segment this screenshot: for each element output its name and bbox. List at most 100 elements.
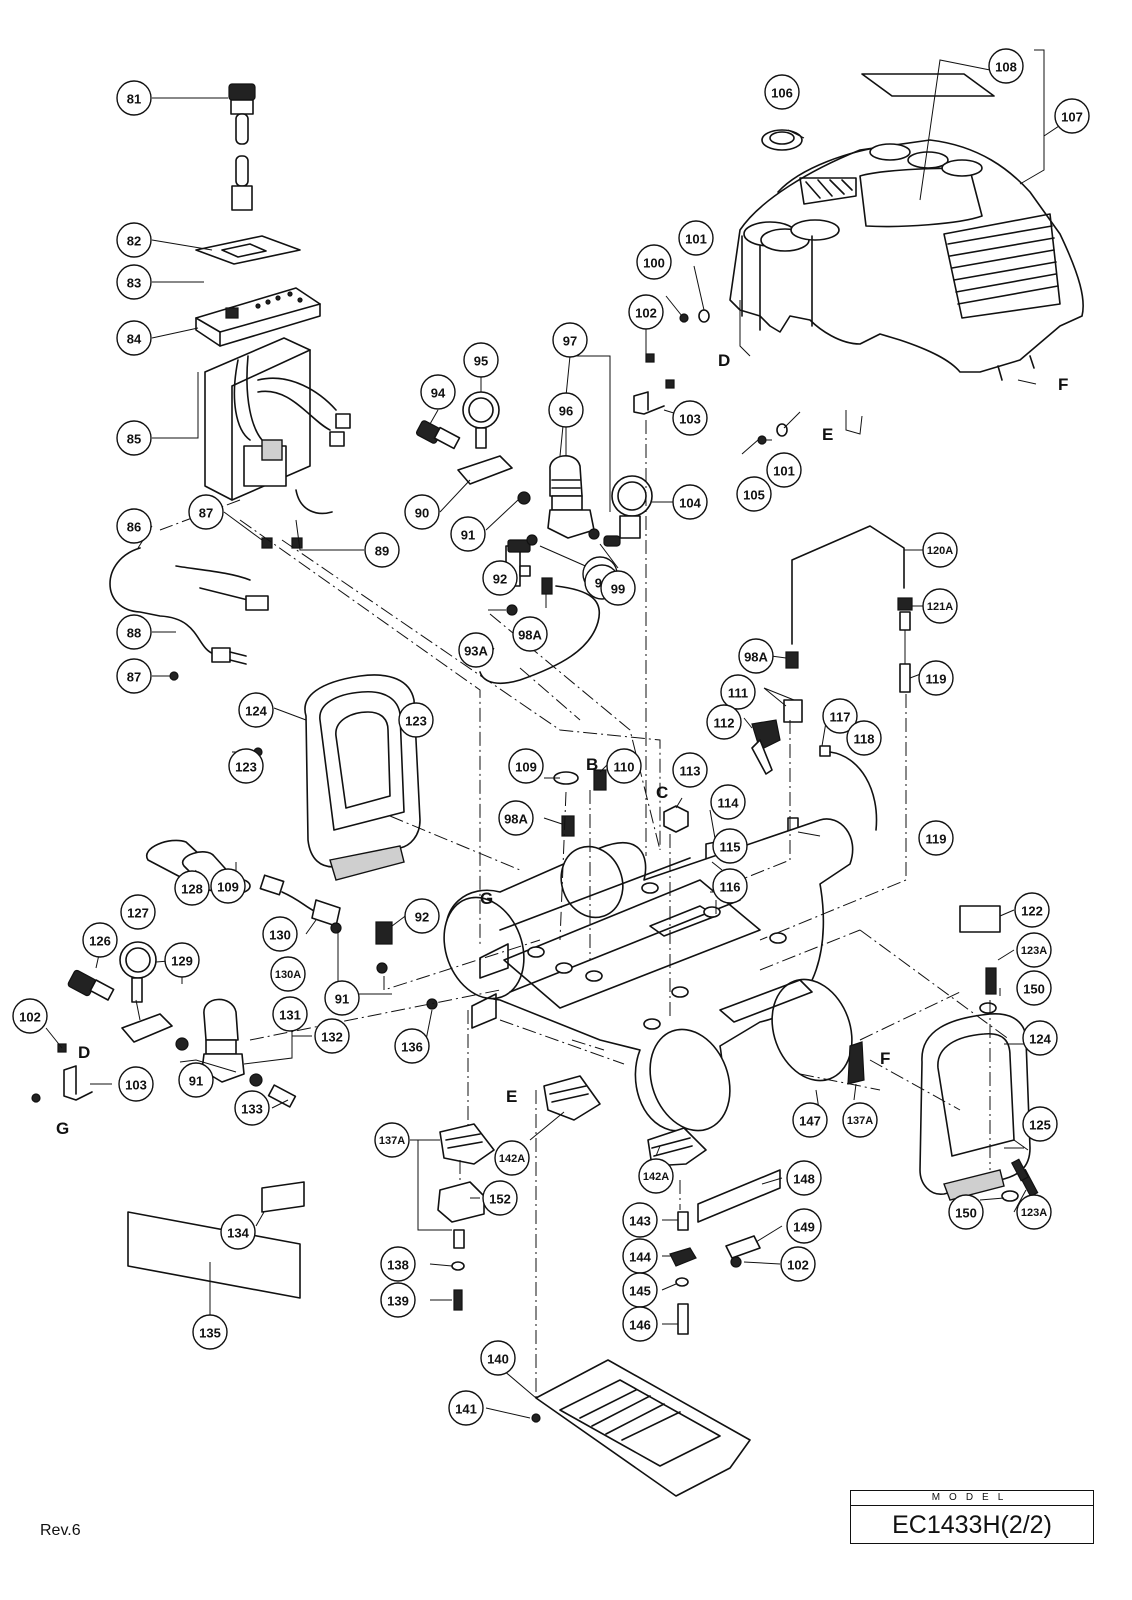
callout-circle [512,616,548,652]
callout-123a: 123A [1016,932,1052,968]
model-title-block: MODEL EC1433H(2/2) [850,1490,1094,1544]
callout-number: 130 [269,928,291,943]
callout-circle [120,894,156,930]
callout-number: 140 [487,1352,509,1367]
part-regulator-lower [67,941,297,1108]
callout-number: 118 [854,732,875,747]
callout-circle [116,420,152,456]
callout-circle [822,698,858,734]
callout-127: 127 [120,894,156,930]
callout-91: 91 [450,516,486,552]
callout-circle [622,1202,658,1238]
callout-number: 127 [127,906,149,921]
callout-circle [480,1340,516,1376]
callout-circle [552,322,588,358]
callout-circle [482,1180,518,1216]
callout-number: 125 [1029,1118,1051,1133]
callout-circle [712,828,748,864]
callout-number: 97 [563,334,577,349]
callout-number: 106 [771,86,793,101]
callout-89: 89 [364,532,400,568]
callout-93a: 93A [458,632,494,668]
callout-number: 84 [127,332,142,347]
callout-124: 124 [1022,1020,1058,1056]
callout-number: 148 [793,1172,815,1187]
callout-143: 143 [622,1202,658,1238]
part-valve-group [751,651,878,845]
part-switch [228,83,256,211]
callout-number: 142A [643,1171,669,1183]
callout-141: 141 [448,1390,484,1426]
callout-138: 138 [380,1246,416,1282]
callout-circle [638,1158,674,1194]
callout-number: 128 [181,882,203,897]
callout-number: 149 [793,1220,815,1235]
callout-circle [394,1028,430,1064]
callout-92: 92 [404,898,440,934]
callout-142a: 142A [494,1140,530,1176]
callout-124: 124 [238,692,274,728]
callout-105: 105 [736,476,772,512]
callout-108: 108 [988,48,1024,84]
callout-circle [118,1066,154,1102]
callout-circle [374,1122,410,1158]
callout-circle [636,244,672,280]
callout-109: 109 [210,868,246,904]
callout-number: 119 [926,832,947,847]
callout-96: 96 [548,392,584,428]
callout-129: 129 [164,942,200,978]
part-foot-hardware [437,1181,761,1335]
callout-84: 84 [116,320,152,356]
callout-circle [786,1208,822,1244]
callout-149: 149 [786,1208,822,1244]
callout-circle [82,922,118,958]
callout-circle [1014,892,1050,928]
callout-152: 152 [482,1180,518,1216]
callout-circle [736,476,772,512]
callout-circle [364,532,400,568]
callout-number: 147 [799,1114,821,1129]
callout-number: 105 [743,488,765,503]
callout-number: 121A [927,601,953,613]
callout-number: 123A [1021,1207,1047,1219]
callout-number: 137A [847,1115,873,1127]
ref-letter: G [56,1119,69,1138]
callout-circle [450,516,486,552]
callout-number: 123A [1021,945,1047,957]
callout-number: 134 [227,1226,249,1241]
callout-110: 110 [606,748,642,784]
revision-label: Rev.6 [40,1522,81,1539]
callout-number: 99 [611,582,625,597]
part-power-cord [109,547,269,681]
callout-number: 96 [559,404,573,419]
callout-101: 101 [678,220,714,256]
callout-number: 107 [1061,110,1083,125]
callout-number: 101 [685,232,707,247]
callout-number: 95 [474,354,488,369]
callout-103: 103 [118,1066,154,1102]
callout-137a: 137A [842,1102,878,1138]
callout-102: 102 [628,294,664,330]
callout-148: 148 [786,1160,822,1196]
callout-circle [922,532,958,568]
callout-circle [1016,932,1052,968]
callout-number: 87 [127,670,141,685]
callout-115: 115 [712,828,748,864]
callout-number: 120A [927,545,953,557]
callout-number: 124 [1029,1032,1051,1047]
callout-circle [710,784,746,820]
callout-number: 124 [245,704,267,719]
callout-number: 133 [241,1102,263,1117]
callout-142a: 142A [638,1158,674,1194]
callout-circle [188,494,224,530]
callout-121a: 121A [922,588,958,624]
callout-circle [463,342,499,378]
callout-circle [606,748,642,784]
ref-letter: D [78,1043,90,1062]
callout-circle [404,494,440,530]
assembly-lines [159,420,1011,1398]
callout-circle [116,264,152,300]
callout-137a: 137A [374,1122,410,1158]
callout-123: 123 [398,702,434,738]
part-gasket [195,235,301,265]
